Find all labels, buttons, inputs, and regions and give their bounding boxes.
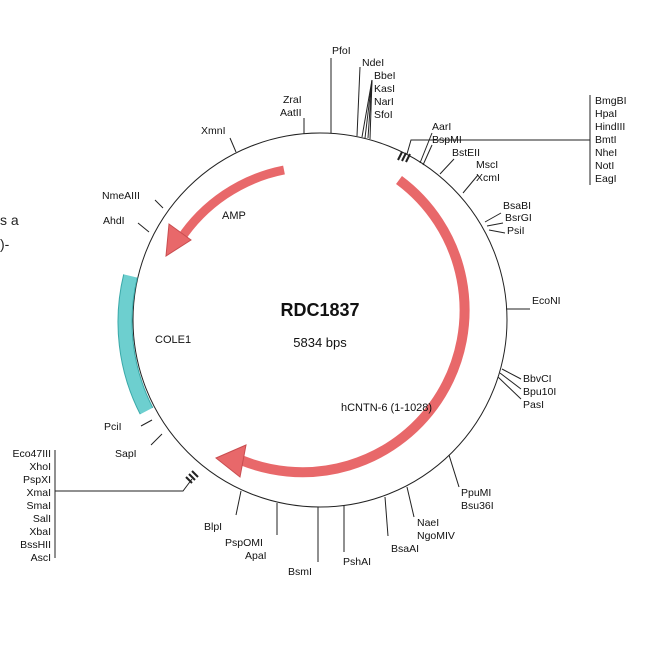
cluster-right-label-2: HpaI	[595, 108, 617, 120]
cluster-right-label-3: HindIII	[595, 121, 625, 133]
site-ticks	[54, 58, 591, 562]
feature-label-cole1: COLE1	[155, 334, 191, 346]
site-label-econi: EcoNI	[532, 295, 561, 307]
cluster-right-label-7: EagI	[595, 173, 617, 185]
cluster-left-label-9: AscI	[31, 552, 51, 564]
plasmid-name: RDC1837	[280, 300, 359, 320]
site-label-naei: NaeI	[417, 517, 439, 529]
cluster-left-label-2: XhoI	[29, 461, 51, 473]
site-label-msci: MscI	[476, 159, 498, 171]
site-label-bbvci: BbvCI	[523, 373, 552, 385]
site-label-bsmi: BsmI	[288, 566, 312, 578]
site-label-pspomi: PspOMI	[225, 537, 263, 549]
site-label-ahdi: AhdI	[103, 215, 125, 227]
site-label-blpi: BlpI	[204, 521, 222, 533]
site-label-bpu10i: Bpu10I	[523, 386, 556, 398]
hcntn6-feature-arc	[229, 175, 470, 478]
site-label-sapi: SapI	[115, 448, 137, 460]
site-label-xmni: XmnI	[201, 125, 226, 137]
cluster-right-label-4: BmtI	[595, 134, 617, 146]
site-label-aatii: AatII	[280, 107, 302, 119]
site-label-xcmi: XcmI	[476, 172, 500, 184]
cluster-left-label-4: XmaI	[26, 487, 51, 499]
amp-feature-arrowhead	[165, 223, 192, 257]
background-text-fragment-1: s a	[0, 212, 19, 228]
cole1-feature-outline-inner	[131, 277, 154, 409]
left-site-cluster: Eco47III XhoI PspXI XmaI SmaI SalI XbaI …	[12, 448, 51, 564]
site-label-ppumi: PpuMI	[461, 487, 491, 499]
site-label-pfoi: PfoI	[332, 45, 351, 57]
cluster-right-label-5: NheI	[595, 147, 617, 159]
site-label-bsteii: BstEII	[452, 147, 480, 159]
site-label-bsrgi: BsrGI	[505, 212, 532, 224]
feature-label-hcntn6: hCNTN-6 (1-1028)	[341, 402, 432, 414]
hcntn6-feature-arrowhead	[215, 444, 247, 478]
site-label-bsabi: BsaBI	[503, 200, 531, 212]
cluster-right-label-1: BmgBI	[595, 95, 627, 107]
cole1-feature-outline-outer	[117, 274, 141, 415]
cluster-left-label-1: Eco47III	[12, 448, 51, 460]
right-site-cluster: BmgBI HpaI HindIII BmtI NheI NotI EagI	[595, 95, 627, 185]
site-label-pasi: PasI	[523, 399, 544, 411]
site-label-bbei: BbeI	[374, 70, 396, 82]
site-label-bspmi: BspMI	[432, 134, 462, 146]
site-label-pcii: PciI	[104, 421, 122, 433]
cluster-left-label-5: SmaI	[26, 500, 51, 512]
amp-feature-arc	[176, 165, 285, 243]
site-label-apai: ApaI	[245, 550, 267, 562]
site-label-nari: NarI	[374, 96, 394, 108]
cluster-left-label-8: BssHII	[20, 539, 51, 551]
site-label-zrai: ZraI	[283, 94, 302, 106]
site-label-aari: AarI	[432, 121, 451, 133]
plasmid-backbone	[132, 132, 508, 508]
cluster-left-label-3: PspXI	[23, 474, 51, 486]
site-label-bsu36i: Bsu36I	[461, 500, 494, 512]
site-label-kasi: KasI	[374, 83, 395, 95]
site-label-bsaai: BsaAI	[391, 543, 419, 555]
background-text-fragment-2: )-	[0, 236, 10, 252]
site-label-ngomiv: NgoMIV	[417, 530, 455, 542]
site-label-nmeaiii: NmeAIII	[102, 190, 140, 202]
cole1-feature-arc	[118, 274, 153, 415]
site-label-pshai: PshAI	[343, 556, 371, 568]
site-labels: PfoI NdeI BbeI KasI NarI SfoI ZraI AatII…	[102, 45, 561, 578]
site-label-sfoi: SfoI	[374, 109, 393, 121]
feature-label-amp: AMP	[222, 210, 246, 222]
cluster-right-label-6: NotI	[595, 160, 614, 172]
site-label-ndei: NdeI	[362, 57, 384, 69]
dense-site-marks	[185, 151, 411, 484]
site-label-psii: PsiI	[507, 225, 525, 237]
cluster-left-label-7: XbaI	[29, 526, 51, 538]
cluster-left-label-6: SalI	[33, 513, 51, 525]
plasmid-size: 5834 bps	[293, 335, 347, 350]
